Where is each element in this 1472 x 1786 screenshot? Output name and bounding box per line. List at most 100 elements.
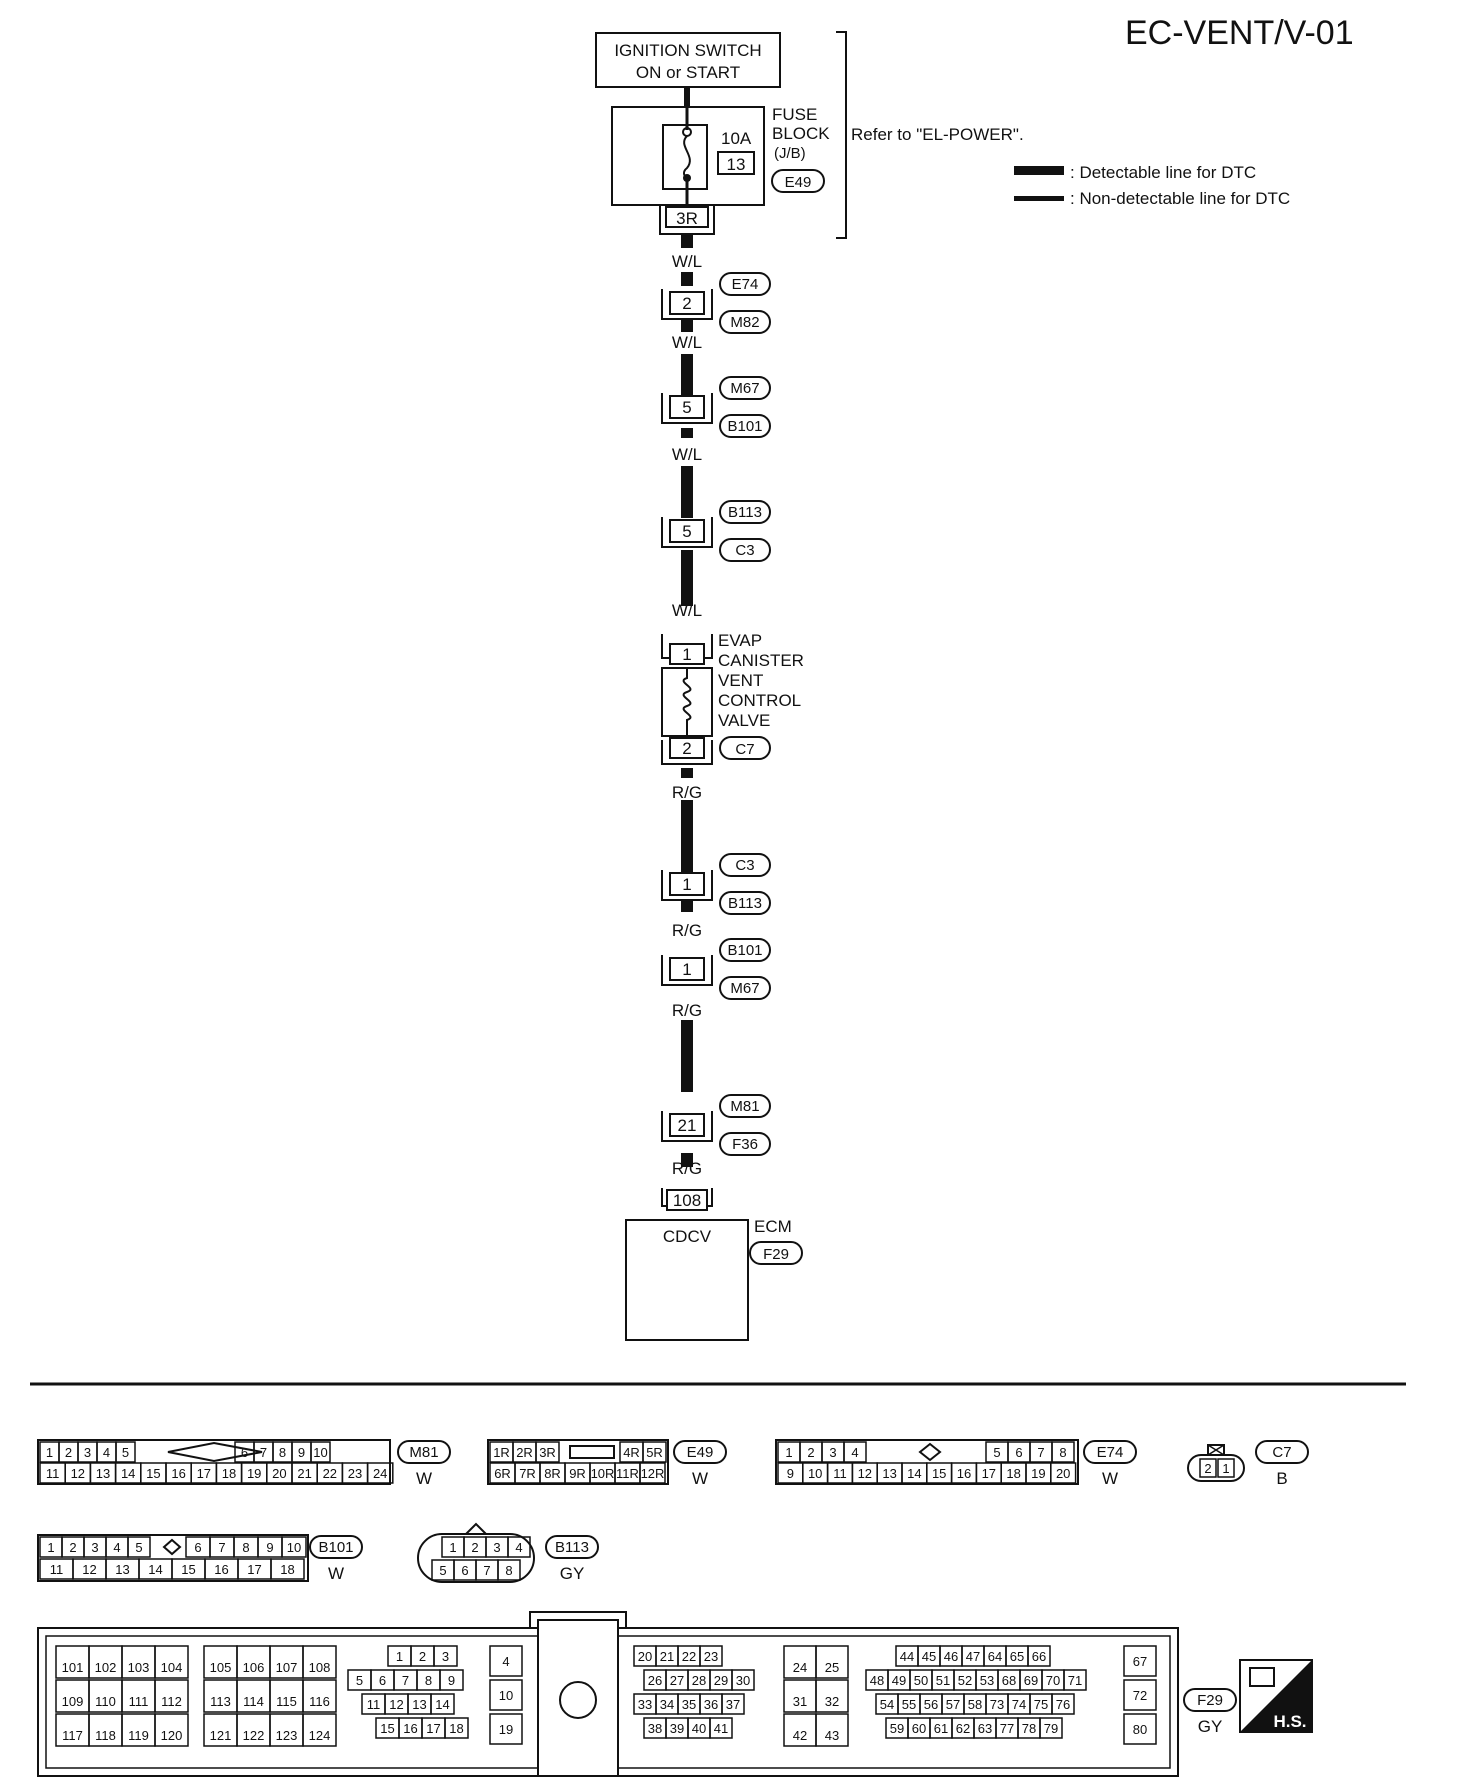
pin-cell: 43 [815, 1713, 849, 1747]
ignition-line2: ON or START [636, 63, 740, 82]
key-tab-icon [465, 1522, 487, 1535]
pin-label: 32 [825, 1694, 839, 1709]
pin-label: 1 [47, 1540, 54, 1555]
junction-connector-top: M81 [730, 1098, 759, 1115]
pin-cell: 12 [851, 1462, 878, 1484]
pin-cell: 59 [885, 1717, 909, 1739]
pin-cell: 74 [1007, 1693, 1031, 1715]
pin-cell: 7 [393, 1669, 418, 1691]
e49-connector-id: E49 [687, 1444, 714, 1461]
wire-label: W/L [672, 601, 702, 620]
pin-label: 69 [1024, 1673, 1038, 1688]
pin-label: 45 [922, 1649, 936, 1664]
f29-connector-id-badge [1183, 1688, 1237, 1712]
pin-cell: 17 [421, 1717, 446, 1739]
valve-pin-bottom: 2 [682, 739, 691, 758]
junction-connector-bottom-badge [719, 1132, 771, 1156]
pin-cell: 7 [475, 1559, 499, 1581]
pin-cell: 18 [1000, 1462, 1027, 1484]
wire-label: W/L [672, 445, 702, 464]
pin-cell: 20 [633, 1645, 657, 1667]
pin-label: 36 [704, 1697, 718, 1712]
pin-label: 55 [902, 1697, 916, 1712]
pin-label: 17 [982, 1466, 996, 1481]
fuse-block: 10A 13 FUSE BLOCK (J/B) E49 [611, 105, 830, 206]
pin-label: 2 [1204, 1461, 1211, 1476]
pin-label: 56 [924, 1697, 938, 1712]
m81-connector-id: M81 [409, 1444, 438, 1461]
pin-cell: 3 [77, 1441, 98, 1463]
wire-label: W/L [672, 252, 702, 271]
pin-cell: 9 [777, 1462, 804, 1484]
pin-label: 102 [95, 1660, 117, 1675]
pin-cell: 112 [154, 1679, 189, 1713]
fuse-amp: 10A [721, 129, 752, 148]
pin-label: 5R [646, 1445, 663, 1460]
pin-cell: 110 [88, 1679, 123, 1713]
pin-cell: 19 [489, 1713, 523, 1745]
pin-label: 65 [1010, 1649, 1024, 1664]
pin-cell: 13 [105, 1558, 140, 1580]
pin-cell: 30 [731, 1669, 755, 1691]
pin-cell: 9R [564, 1462, 591, 1484]
pin-cell: 17 [190, 1462, 218, 1484]
b113-connector-color: GY [560, 1564, 585, 1583]
pin-label: 39 [670, 1721, 684, 1736]
pin-label: 109 [62, 1694, 84, 1709]
pin-cell: 2 [799, 1441, 823, 1463]
pin-cell: 16 [398, 1717, 423, 1739]
pin-label: 111 [129, 1694, 149, 1709]
pin-label: 2R [516, 1445, 533, 1460]
pin-cell: 39 [665, 1717, 689, 1739]
pin-label: 112 [161, 1694, 182, 1709]
pin-label: 4 [515, 1540, 522, 1555]
pin-cell: 121 [203, 1713, 238, 1747]
pin-label: 33 [638, 1697, 652, 1712]
pin-cell: 19 [240, 1462, 268, 1484]
pin-cell: 75 [1029, 1693, 1053, 1715]
pin-label: 4 [851, 1445, 858, 1460]
pin-cell: 66 [1027, 1645, 1051, 1667]
key-diamond-icon [918, 1442, 942, 1462]
pin-label: 34 [660, 1697, 674, 1712]
pin-cell: 1 [441, 1536, 465, 1558]
pin-cell: 1 [777, 1441, 801, 1463]
evap-canister-vent-control-valve: 1 2 C7 EVAP CANISTER VENT CONTROL VALVE [661, 631, 804, 765]
pin-cell: 70 [1041, 1669, 1065, 1691]
legend-detectable: : Detectable line for DTC [1070, 163, 1256, 182]
pin-cell: 40 [687, 1717, 711, 1739]
refer-note: Refer to "EL-POWER". [851, 125, 1024, 144]
pin-label: 9R [569, 1466, 586, 1481]
pin-cell: 11 [39, 1558, 74, 1580]
pin-cell: 12 [64, 1462, 92, 1484]
pin-label: 2 [65, 1445, 72, 1460]
pin-cell: 4R [619, 1441, 644, 1463]
e74-connector-color: W [1102, 1469, 1118, 1488]
pin-label: 11 [367, 1697, 381, 1712]
pin-cell: 10 [281, 1536, 307, 1558]
pin-label: 3 [84, 1445, 91, 1460]
pin-label: 13 [115, 1562, 129, 1577]
pin-label: 9 [448, 1673, 455, 1688]
non-detectable-line-swatch [1014, 196, 1064, 201]
pin-cell: 3 [83, 1536, 107, 1558]
pin-cell: 2 [1199, 1458, 1217, 1478]
pin-cell: 11 [826, 1462, 854, 1484]
page-title: EC-VENT/V-01 [1125, 14, 1354, 52]
pin-cell: 48 [865, 1669, 889, 1691]
junction-connector-bottom: B101 [727, 418, 762, 435]
pin-label: 19 [499, 1722, 513, 1737]
pin-label: 8 [425, 1673, 432, 1688]
pin-label: 7 [483, 1563, 490, 1578]
pin-cell: 57 [941, 1693, 965, 1715]
pin-cell: 6 [1007, 1441, 1031, 1463]
pin-label: 25 [825, 1660, 839, 1675]
fuse-icon [683, 135, 691, 179]
pin-label: 5 [439, 1563, 446, 1578]
pin-cell: 8 [272, 1441, 293, 1463]
pin-cell: 5 [347, 1669, 372, 1691]
pin-label: 27 [670, 1673, 684, 1688]
pin-label: 6 [461, 1563, 468, 1578]
